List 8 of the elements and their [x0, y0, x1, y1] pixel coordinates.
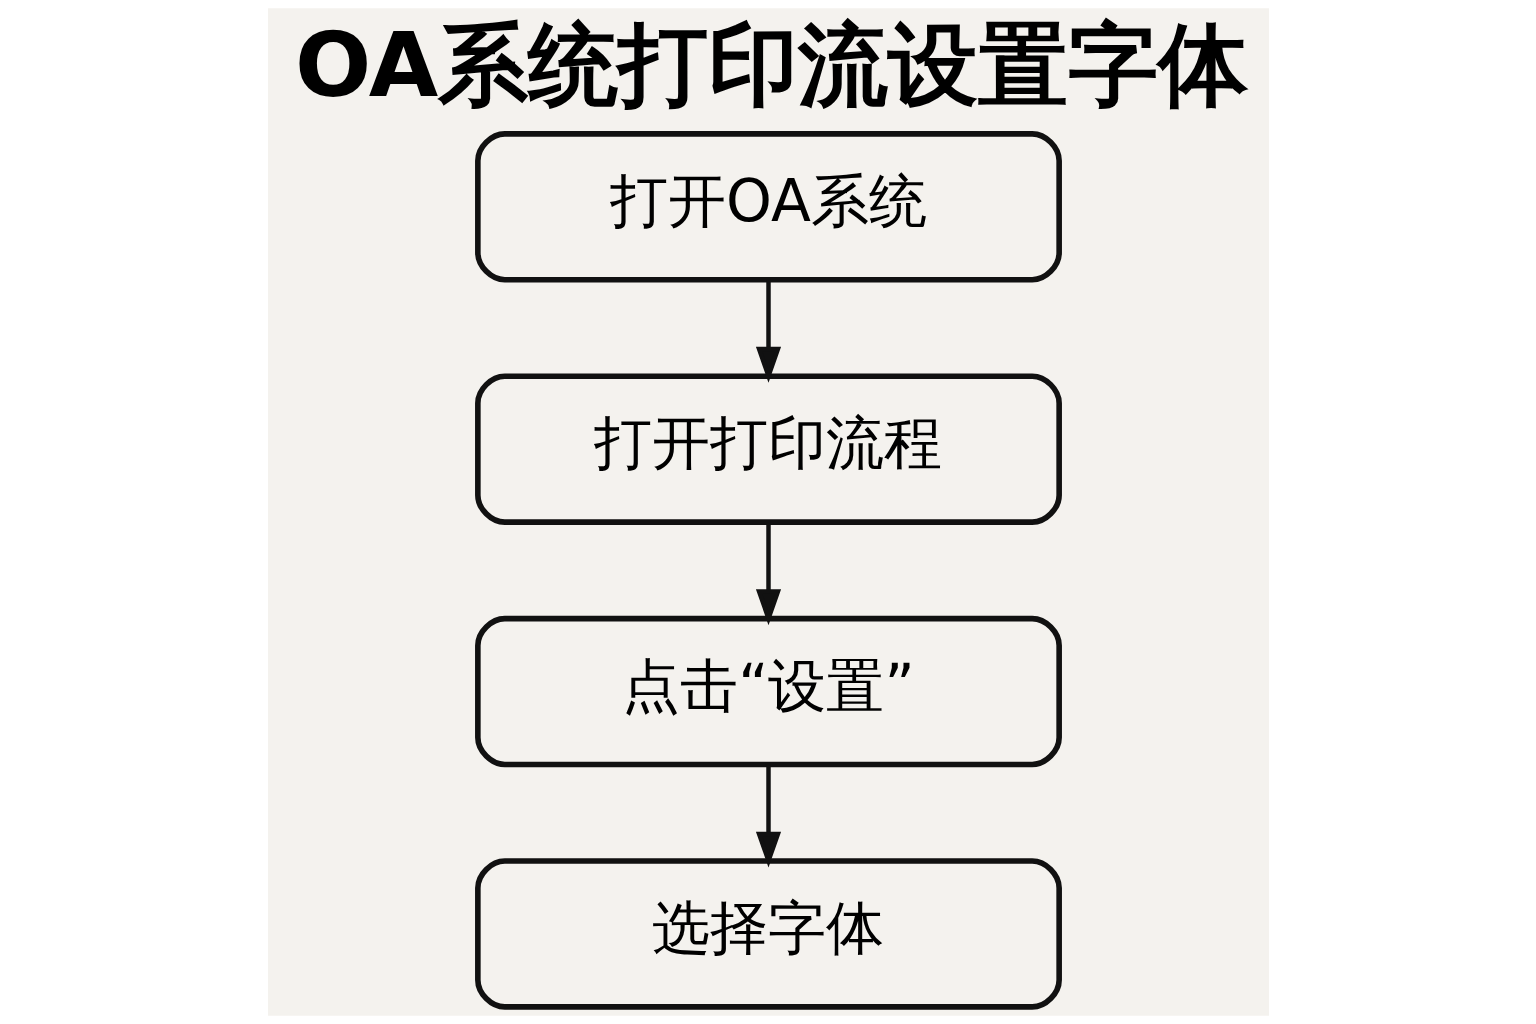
arrow [755, 764, 781, 868]
arrow [755, 279, 781, 383]
arrow [755, 522, 781, 626]
node-box: 打开打印流程 [474, 373, 1062, 525]
node-box: 选择字体 [474, 858, 1062, 1010]
node-box: 打开OA系统 [474, 131, 1062, 283]
diagram-title: OA系统打印流设置字体 [294, 12, 1248, 117]
node-box: 点击“设置” [474, 615, 1062, 768]
